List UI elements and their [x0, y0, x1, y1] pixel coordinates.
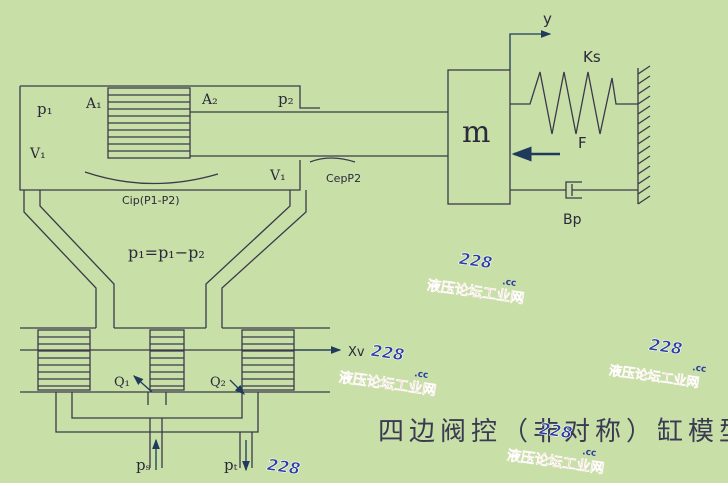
label-p1: p₁	[37, 100, 53, 118]
tank-port-pipe	[239, 432, 253, 468]
watermark: 228 .cc	[265, 455, 325, 483]
svg-text:.cc: .cc	[502, 277, 517, 289]
fixed-wall	[637, 65, 651, 205]
watermark: 228 .cc 液压论坛工业网	[608, 335, 707, 392]
diagram-caption: 四边阀控（非对称）缸模型	[378, 417, 728, 447]
label-y: y	[543, 10, 552, 28]
mass-block	[447, 69, 511, 205]
y-output-line	[509, 30, 552, 70]
external-leakage-curve	[309, 157, 356, 163]
svg-text:.cc: .cc	[582, 447, 597, 459]
svg-text:.cc: .cc	[414, 369, 429, 381]
label-a2: A₂	[201, 92, 218, 108]
watermark: 228 .cc 液压论坛工业网	[426, 249, 526, 308]
label-ps: pₛ	[136, 456, 151, 474]
label-a1: A₁	[85, 96, 102, 112]
svg-text:228: 228	[266, 455, 302, 478]
label-pl-equation: p₁=p₁−p₂	[128, 243, 205, 262]
damper-bp	[510, 181, 638, 199]
pipe-left	[23, 190, 115, 328]
label-cep: CepP2	[326, 172, 361, 185]
label-q2: Q₂	[210, 375, 226, 390]
label-cip: Cip(P1-P2)	[122, 194, 180, 207]
label-bp: Bp	[563, 212, 582, 228]
internal-leakage-curve	[84, 171, 219, 185]
label-v1-right: V₁	[269, 168, 286, 184]
svg-text:液压论坛工业网: 液压论坛工业网	[608, 363, 700, 392]
spring-ks	[510, 71, 638, 135]
svg-text:228: 228	[458, 249, 494, 272]
label-p2: p₂	[278, 90, 294, 108]
return-channel	[55, 392, 259, 433]
svg-text:228: 228	[648, 335, 684, 358]
label-q1: Q₁	[114, 375, 130, 390]
supply-channel	[147, 392, 167, 405]
svg-text:.cc: .cc	[310, 481, 325, 483]
pipe-right	[205, 190, 307, 328]
cylinder-body	[19, 85, 320, 191]
label-force: F	[578, 134, 587, 152]
svg-text:228: 228	[370, 341, 406, 364]
label-pt: pₜ	[224, 456, 238, 474]
spool-land-right	[241, 329, 295, 391]
label-mass: m	[462, 115, 490, 150]
spool-land-middle	[149, 329, 185, 391]
svg-text:228: 228	[538, 419, 574, 442]
label-ks: Ks	[583, 48, 601, 66]
label-v1-left: V₁	[29, 146, 46, 162]
cylinder-piston	[107, 87, 191, 159]
q1-arrow	[133, 375, 153, 393]
spool-land-left	[37, 329, 91, 391]
supply-port-pipe	[149, 418, 163, 468]
q2-arrow	[229, 379, 245, 395]
label-xv: Xv	[348, 345, 365, 360]
svg-text:.cc: .cc	[692, 363, 707, 375]
